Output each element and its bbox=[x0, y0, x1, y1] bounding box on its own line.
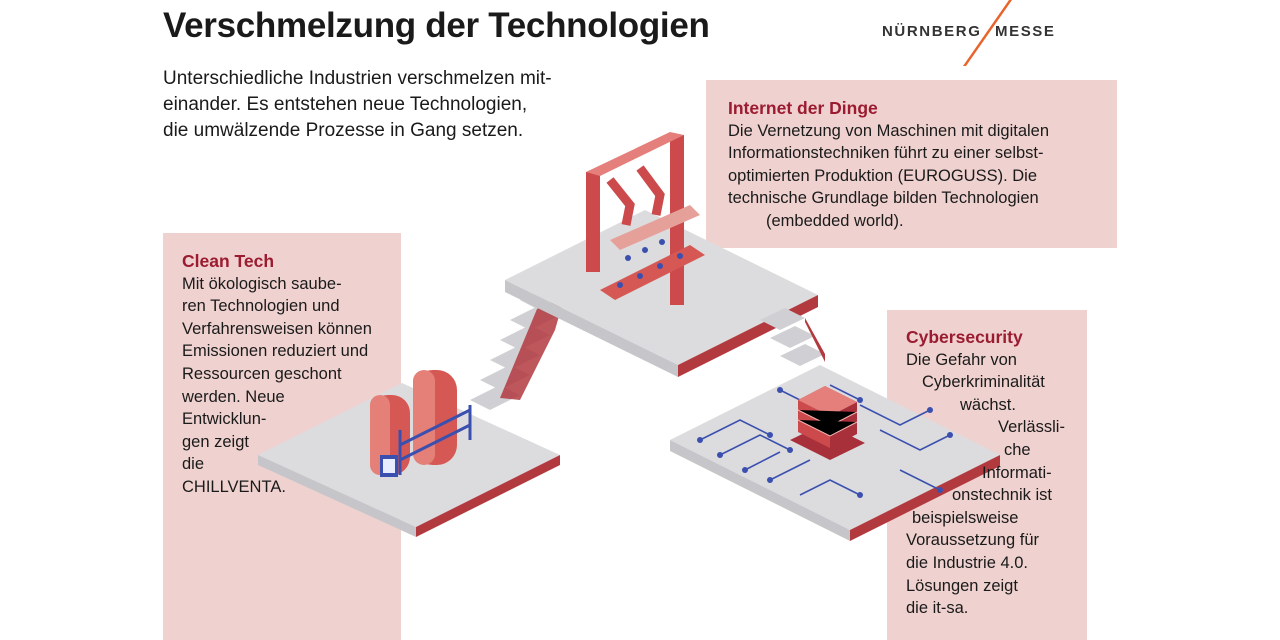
iot-platform bbox=[505, 210, 818, 377]
cybersecurity-line: onstechnik ist bbox=[952, 486, 1052, 505]
iot-line: Informationstechniken führt zu einer sel… bbox=[728, 144, 1044, 163]
cybersecurity-text: Cybersecurity Die Gefahr von Cyberkrimin… bbox=[906, 326, 1065, 620]
page-title: Verschmelzung der Technologien bbox=[163, 6, 710, 45]
cleantech-heading: Clean Tech bbox=[182, 251, 275, 271]
robot-frame bbox=[586, 132, 705, 305]
cybersecurity-line: beispielsweise bbox=[912, 508, 1019, 527]
cybersecurity-line: Cyberkriminalität bbox=[922, 373, 1045, 392]
cybersecurity-line: die Industrie 4.0. bbox=[906, 553, 1028, 572]
iot-text: Internet der Dinge Die Vernetzung von Ma… bbox=[728, 97, 1049, 233]
cybersecurity-line: Lösungen zeigt bbox=[906, 576, 1018, 595]
server-stack bbox=[790, 386, 865, 460]
cybersecurity-line: che bbox=[1004, 440, 1031, 459]
cleantech-line: CHILLVENTA. bbox=[182, 477, 286, 496]
cleantech-line: die bbox=[182, 455, 205, 474]
iot-line: (embedded world). bbox=[766, 211, 904, 230]
cleantech-line: gen zeigt bbox=[182, 432, 249, 451]
cleantech-line: ren Technologien und bbox=[182, 297, 340, 316]
iot-line: optimierten Produktion (EUROGUSS). Die bbox=[728, 166, 1038, 185]
logo-word-nuernberg: NÜRNBERG bbox=[882, 23, 982, 40]
intro-text: Unterschiedliche Industrien verschmelzen… bbox=[163, 66, 552, 144]
logo-word-messe: MESSE bbox=[995, 23, 1056, 40]
cleantech-text: Clean Tech Mit ökologisch saube- ren Tec… bbox=[182, 250, 372, 499]
iot-line: technische Grundlage bilden Technologien bbox=[728, 189, 1039, 208]
cybersecurity-line: Verlässli- bbox=[998, 418, 1065, 437]
stairs-right bbox=[760, 308, 825, 366]
cybersecurity-line: Voraussetzung für bbox=[906, 531, 1039, 550]
iot-heading: Internet der Dinge bbox=[728, 98, 878, 118]
cybersecurity-line: Informati- bbox=[982, 463, 1052, 482]
cybersecurity-heading: Cybersecurity bbox=[906, 327, 1023, 347]
cleantech-line: Mit ökologisch saube- bbox=[182, 274, 342, 293]
cleantech-line: werden. Neue bbox=[182, 387, 285, 406]
intro-line: Unterschiedliche Industrien verschmelzen… bbox=[163, 68, 552, 89]
cybersecurity-line: die it-sa. bbox=[906, 599, 969, 618]
iot-panel bbox=[706, 80, 1117, 248]
iot-line: Die Vernetzung von Maschinen mit digital… bbox=[728, 121, 1050, 140]
cybersecurity-line: wächst. bbox=[960, 395, 1016, 414]
nuernbergmesse-logo: NÜRNBERG MESSE bbox=[880, 0, 1060, 70]
cleantech-line: Verfahrensweisen können bbox=[182, 319, 372, 338]
cleantech-line: Entwicklun- bbox=[182, 410, 267, 429]
intro-line: die umwälzende Prozesse in Gang setzen. bbox=[163, 120, 524, 141]
cleantech-line: Emissionen reduziert und bbox=[182, 342, 369, 361]
cleantech-line: Ressourcen geschont bbox=[182, 364, 342, 383]
logo-slash-icon bbox=[963, 0, 1012, 66]
cybersecurity-line: Die Gefahr von bbox=[906, 350, 1017, 369]
intro-line: einander. Es entstehen neue Technologien… bbox=[163, 94, 528, 115]
tank-machinery bbox=[370, 370, 472, 477]
